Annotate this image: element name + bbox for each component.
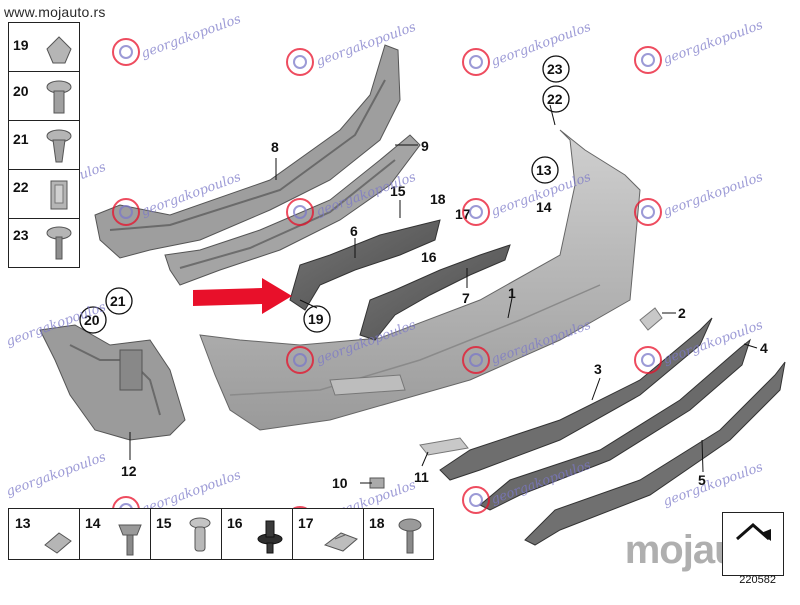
- watermark-text: georgakopoulos: [314, 20, 418, 70]
- legend-num-18: 18: [369, 515, 385, 531]
- watermark-logo-icon: [634, 198, 662, 226]
- watermark-logo-icon: [462, 48, 490, 76]
- part-12-bracket: [39, 324, 186, 441]
- callout-13: 13: [536, 162, 552, 178]
- legend-num-21: 21: [13, 131, 29, 147]
- push-rivet-icon: [46, 80, 72, 114]
- part-9-carrier: [164, 134, 421, 286]
- callout-14: 14: [536, 199, 552, 215]
- callout-1: 1: [508, 285, 516, 301]
- callout-15: 15: [390, 183, 406, 199]
- watermark-logo-icon: [112, 198, 140, 226]
- watermark-logo-icon: [462, 198, 490, 226]
- watermark-logo-icon: [462, 346, 490, 374]
- part-11-trim: [419, 437, 469, 456]
- watermark-text: georgakopoulos: [139, 12, 243, 62]
- red-pointer-arrow: [193, 278, 292, 314]
- plastic-rivet-icon: [189, 517, 211, 552]
- watermark-logo-icon: [286, 346, 314, 374]
- reference-arrow-icon: [736, 523, 771, 541]
- callout-2: 2: [678, 305, 686, 321]
- callout-7: 7: [462, 290, 470, 306]
- callout-9: 9: [421, 138, 429, 154]
- part-8-carrier: [94, 44, 401, 259]
- u-nut-icon: [44, 532, 72, 554]
- fastener-legend-left: 19 20 21 22 23: [8, 22, 80, 268]
- flange-screw-icon: [46, 226, 72, 260]
- watermark-text: georgakopoulos: [661, 18, 765, 68]
- callout-19: 19: [308, 311, 324, 327]
- part-10-clip: [369, 477, 385, 489]
- diagram-code: 220582: [739, 574, 776, 586]
- collar-screw-icon: [398, 518, 422, 554]
- part-6-panel: [289, 219, 441, 311]
- expansion-rivet-icon: [46, 129, 72, 163]
- watermark-logo-icon: [462, 486, 490, 514]
- legend-num-17: 17: [298, 515, 314, 531]
- watermark-logo-icon: [286, 48, 314, 76]
- spring-clip-icon: [50, 180, 68, 210]
- callout-11: 11: [414, 469, 429, 485]
- legend-num-14: 14: [85, 515, 101, 531]
- callout-8: 8: [271, 139, 279, 155]
- part-7-panel: [359, 244, 511, 341]
- fastener-legend-bottom: 13 14 15 16 17 18: [8, 508, 434, 560]
- legend-num-19: 19: [13, 37, 29, 53]
- watermark-text: georgakopoulos: [4, 450, 108, 500]
- watermark-text: georgakopoulos: [489, 458, 593, 508]
- callout-20: 20: [84, 312, 100, 328]
- legend-num-15: 15: [156, 515, 172, 531]
- callout-6: 6: [350, 223, 358, 239]
- site-url: www.mojauto.rs: [4, 4, 106, 20]
- callout-16: 16: [421, 249, 437, 265]
- speed-nut-icon: [323, 532, 358, 552]
- callout-18: 18: [430, 191, 446, 207]
- legend-num-22: 22: [13, 179, 29, 195]
- callout-21: 21: [110, 293, 126, 309]
- callout-12: 12: [121, 463, 137, 479]
- watermark-text: georgakopoulos: [661, 318, 765, 368]
- watermark-logo-icon: [286, 198, 314, 226]
- legend-num-20: 20: [13, 83, 29, 99]
- diagram-code-box: [722, 512, 784, 576]
- watermark-logo-icon: [634, 346, 662, 374]
- callout-4: 4: [760, 340, 768, 356]
- part-8-rib: [109, 79, 386, 231]
- part-1-rear-bumper: [199, 129, 641, 431]
- watermark-text: georgakopoulos: [489, 20, 593, 70]
- callout-23: 23: [547, 61, 563, 77]
- hex-screw-icon: [118, 524, 142, 556]
- callout-5: 5: [698, 472, 706, 488]
- part-4-trim-strip: [479, 338, 751, 511]
- callout-10: 10: [332, 475, 348, 491]
- tree-clip-icon: [257, 520, 283, 554]
- legend-num-13: 13: [15, 515, 31, 531]
- legend-num-23: 23: [13, 227, 29, 243]
- watermark-logo-icon: [634, 46, 662, 74]
- part-3-trim-strip: [439, 317, 713, 481]
- clip-nut-icon: [46, 36, 72, 64]
- part-2-trim: [639, 307, 663, 331]
- callout-3: 3: [594, 361, 602, 377]
- part-5-trim-strip: [524, 361, 786, 546]
- watermark-text: georgakopoulos: [661, 170, 765, 220]
- watermark-logo-icon: [112, 38, 140, 66]
- callout-22: 22: [547, 91, 563, 107]
- legend-num-16: 16: [227, 515, 243, 531]
